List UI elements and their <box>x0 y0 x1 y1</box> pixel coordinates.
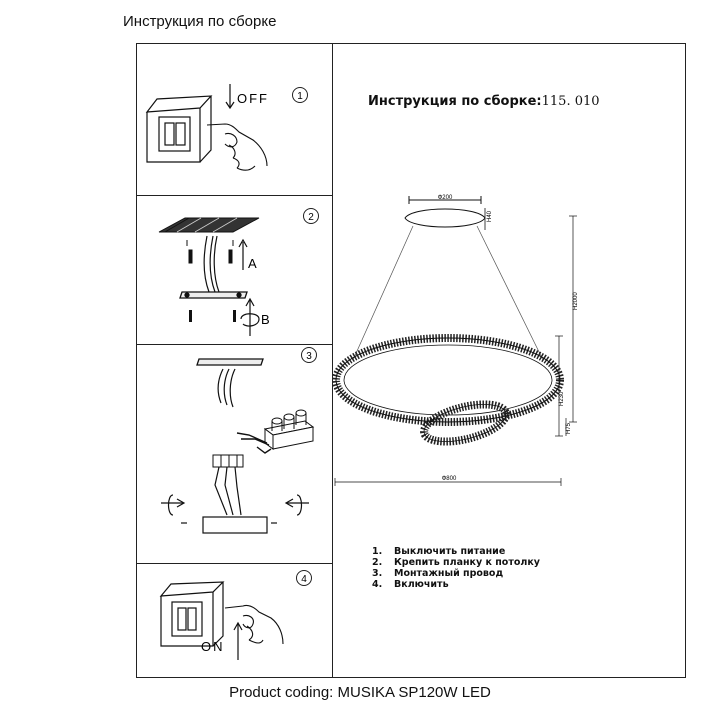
drop-height-label: H230 <box>559 391 565 406</box>
arrow-b-icon <box>240 297 260 336</box>
list-item: 1.Выключить питание <box>372 546 506 557</box>
hand-icon <box>206 123 268 171</box>
step1-badge: 1 <box>292 87 308 103</box>
wall-switch-icon <box>145 95 213 163</box>
step2-illustration: 2 A B <box>158 208 319 336</box>
marker-b: B <box>261 312 270 327</box>
instruction-title-text: Инструкция по сборке: <box>368 94 542 109</box>
on-arrow-icon <box>233 621 243 660</box>
screw-right-icon <box>271 494 309 524</box>
instruction-frame <box>136 43 686 678</box>
ring-diameter-label: Ф800 <box>442 476 457 482</box>
product-coding: Product coding: MUSIKA SP120W LED <box>229 684 491 701</box>
canopy-diameter-label: Ф200 <box>438 195 453 201</box>
model-code: 115. 010 <box>541 94 600 109</box>
ceiling-icon <box>158 217 260 233</box>
screw-left-icon <box>161 494 187 524</box>
page-title: Инструкция по сборке <box>123 13 277 30</box>
wall-switch-icon <box>159 581 225 647</box>
off-arrow-icon <box>225 84 235 110</box>
step3-badge: 3 <box>301 347 317 363</box>
suspension-cable-icon <box>352 225 544 361</box>
ring-height-label: H75 <box>566 422 572 434</box>
svg-text:1: 1 <box>297 91 303 102</box>
step4-illustration: 4 ON <box>159 570 312 660</box>
canopy-height-label: H40 <box>487 210 493 222</box>
step1-illustration: 1 OFF <box>145 84 308 171</box>
dowel-icon <box>186 240 234 264</box>
svg-text:4: 4 <box>301 574 307 585</box>
connector-icon <box>212 454 244 468</box>
step-divider-1 <box>136 195 332 196</box>
terminal-block-icon <box>263 409 315 450</box>
step2-badge: 2 <box>303 208 319 224</box>
step4-badge: 4 <box>296 570 312 586</box>
screw-icon <box>189 310 236 322</box>
step-divider-2 <box>136 344 332 345</box>
mounting-bracket-icon <box>179 291 248 299</box>
cable-to-fixture-icon <box>214 466 242 516</box>
off-label: OFF <box>237 91 269 106</box>
arrow-a-icon <box>238 238 248 270</box>
svg-text:2: 2 <box>308 212 314 223</box>
canopy-icon <box>202 516 268 534</box>
hand-icon <box>224 604 284 645</box>
cable-icon <box>217 368 236 408</box>
panel-divider <box>332 43 333 678</box>
canopy-icon <box>404 196 486 230</box>
step3-illustration: 3 <box>161 347 317 534</box>
bracket-icon <box>196 358 264 366</box>
list-item: 4.Включить <box>372 579 449 590</box>
wires-icon <box>236 432 272 454</box>
drill-bit-icon <box>203 235 220 293</box>
on-label: ON <box>201 639 225 654</box>
dimension-lines <box>334 215 577 486</box>
step-divider-3 <box>136 563 332 564</box>
list-item: 2.Крепить планку к потолку <box>372 557 540 568</box>
list-item: 3.Монтажный провод <box>372 568 504 579</box>
crystal-ring-icon <box>333 334 564 446</box>
marker-a: A <box>248 256 257 271</box>
svg-text:3: 3 <box>306 351 312 362</box>
total-height-label: H2000 <box>573 292 579 310</box>
instruction-title: Инструкция по сборке:115. 010 <box>368 94 600 109</box>
steps-list: 1.Выключить питание 2.Крепить планку к п… <box>372 546 540 590</box>
chandelier-drawing: Ф200 H40 H2000 H230 H75 Ф800 <box>333 195 579 486</box>
